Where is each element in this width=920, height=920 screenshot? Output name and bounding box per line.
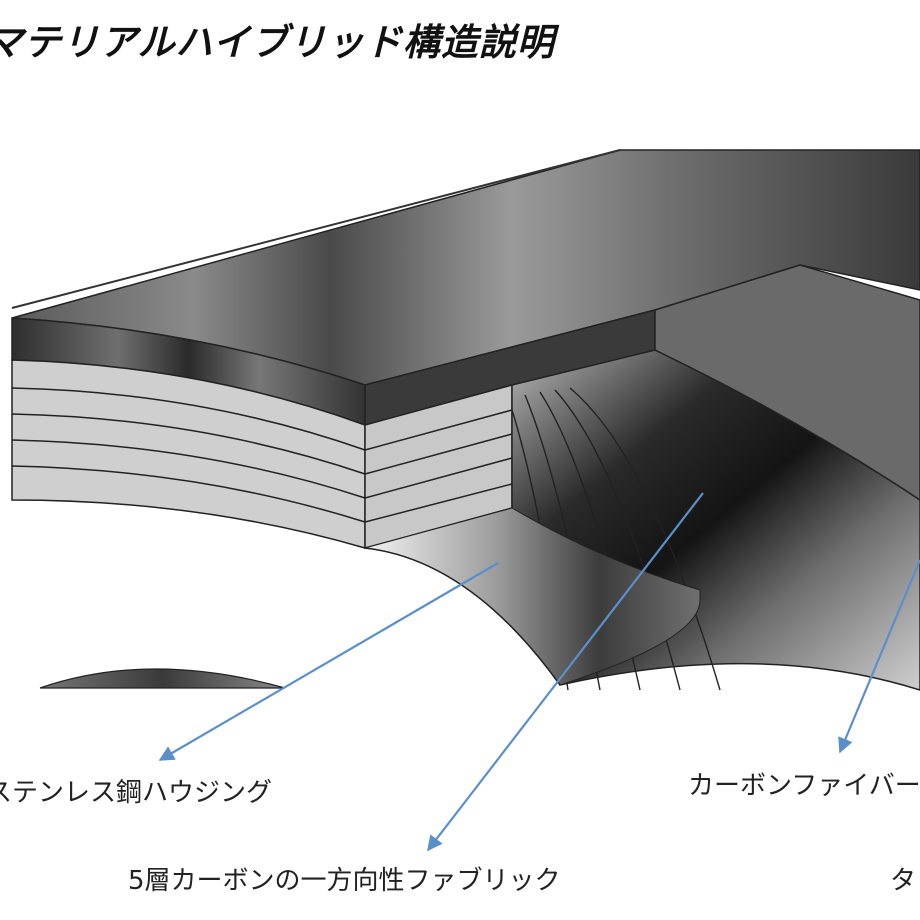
label-partial-right: タ [890,866,917,896]
label-steel-housing: ステンレス鋼ハウジング [0,778,273,808]
middle-layer-stack [364,384,513,549]
inner-bore-edge [364,547,561,686]
left-layer-stack [11,359,366,549]
label-carbon-fiber: カーボンファイバー [688,771,920,801]
housing-top-edge [11,149,621,309]
arrow-steel-housing [158,562,499,761]
label-carbon-fabric: 5層カーボンの一方向性ファブリック [128,866,561,896]
arrow-carbon-fabric [427,492,704,852]
arrow-carbon-fiber [838,559,920,754]
diagram-title: マテリアルハイブリッド構造説明 [0,21,555,64]
bottom-ring-segment [39,668,286,689]
